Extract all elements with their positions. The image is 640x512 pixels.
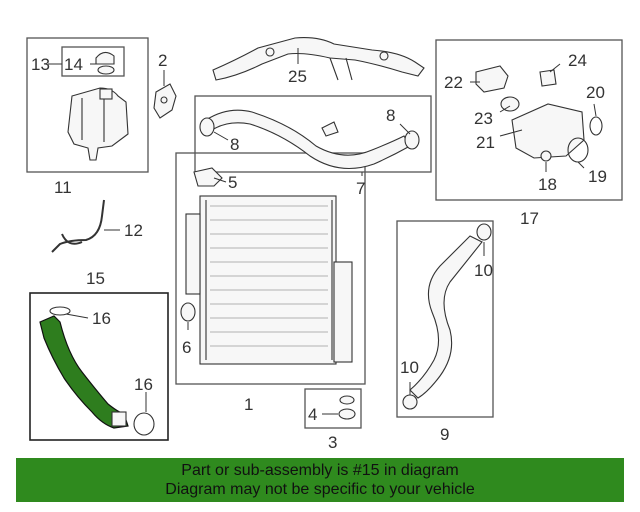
reservoir-group-box (26, 37, 149, 173)
callout-2: 2 (158, 51, 167, 70)
callout-9: 9 (440, 425, 449, 444)
thermostat-housing-part-21[interactable] (511, 103, 585, 159)
bracket-part-2[interactable] (153, 83, 177, 119)
callout-labels: 1 2 3 4 5 6 7 8 8 9 10 10 11 12 13 14 15… (31, 51, 607, 452)
banner-line-2: Diagram may not be specific to your vehi… (165, 481, 475, 498)
callout-23: 23 (474, 109, 493, 128)
lower-hose-group-box (396, 220, 494, 418)
thermostat-group-box (435, 39, 623, 201)
callout-8-left: 8 (230, 135, 239, 154)
o-ring-part-20[interactable] (589, 116, 603, 136)
seal-part-16-bottom[interactable] (133, 412, 155, 436)
banner-line-1: Part or sub-assembly is #15 in diagram (181, 462, 459, 479)
coolant-reservoir-part-11[interactable] (67, 87, 129, 161)
callout-12: 12 (124, 221, 143, 240)
gasket-part-23[interactable] (500, 96, 520, 112)
reservoir-detail (81, 94, 105, 142)
callout-16-bottom: 16 (134, 375, 153, 394)
info-banner: Part or sub-assembly is #15 in diagram D… (16, 458, 624, 502)
callout-18: 18 (538, 175, 557, 194)
leader-lines (48, 48, 597, 415)
callout-19: 19 (588, 167, 607, 186)
upper-hose-group-box (194, 95, 432, 173)
lower-hose-clamp-part-10-top[interactable] (476, 223, 492, 241)
callout-11: 11 (54, 178, 72, 197)
water-inlet-part-22[interactable] (475, 65, 509, 93)
highlighted-group-box (29, 292, 169, 441)
reservoir-cap-subbox (61, 46, 125, 77)
callout-17: 17 (520, 209, 539, 228)
sensor-part-24[interactable] (539, 69, 557, 87)
reservoir-cap-part-14[interactable] (95, 51, 115, 65)
callout-10-bottom: 10 (400, 358, 419, 377)
reservoir-neck (99, 88, 113, 100)
thermostat-part-18[interactable] (540, 150, 552, 162)
breather-hose-part-12[interactable] (51, 199, 105, 253)
callout-8-right: 8 (386, 106, 395, 125)
callout-6: 6 (182, 338, 191, 357)
callout-25: 25 (288, 67, 307, 86)
callout-21: 21 (476, 133, 495, 152)
callout-3: 3 (328, 433, 337, 452)
callout-14: 14 (64, 55, 83, 74)
callout-24: 24 (568, 51, 587, 70)
callout-5: 5 (228, 173, 237, 192)
cap-seal-part-4[interactable] (338, 408, 356, 420)
radiator-part-1[interactable] (185, 195, 353, 365)
lower-radiator-hose-part-9[interactable] (409, 235, 483, 399)
radiator-cap-part-3[interactable] (339, 395, 355, 405)
mount-part-6[interactable] (180, 302, 196, 322)
callout-4: 4 (308, 405, 317, 424)
hose-clip (321, 121, 339, 137)
hose-end-fitting (111, 411, 127, 427)
bypass-hose-part-25[interactable] (212, 37, 425, 81)
callout-22: 22 (444, 73, 463, 92)
seal-part-16-top[interactable] (49, 306, 71, 316)
callout-1: 1 (244, 395, 253, 414)
callout-15: 15 (86, 269, 105, 288)
hose-clamp-part-8-right[interactable] (404, 130, 420, 150)
bypass-hose-clamp (265, 47, 275, 57)
callout-16-top: 16 (92, 309, 111, 328)
bypass-hose-clamp-2 (379, 51, 389, 61)
radiator-group-box (175, 152, 366, 385)
drain-plug-part-5[interactable] (193, 167, 223, 187)
callout-20: 20 (586, 83, 605, 102)
bracket-hole (160, 96, 168, 104)
callout-7: 7 (356, 179, 365, 198)
highlighted-hose-part-15[interactable] (39, 315, 129, 429)
lower-hose-clamp-part-10-bottom[interactable] (402, 394, 418, 410)
reservoir-cap-seal-part-13[interactable] (97, 65, 115, 75)
hose-clamp-part-8-left[interactable] (199, 117, 215, 137)
callout-10-top: 10 (474, 261, 493, 280)
radiator-cap-group-box (304, 388, 362, 429)
callout-13: 13 (31, 55, 50, 74)
bypass-hose-branch (329, 57, 353, 81)
